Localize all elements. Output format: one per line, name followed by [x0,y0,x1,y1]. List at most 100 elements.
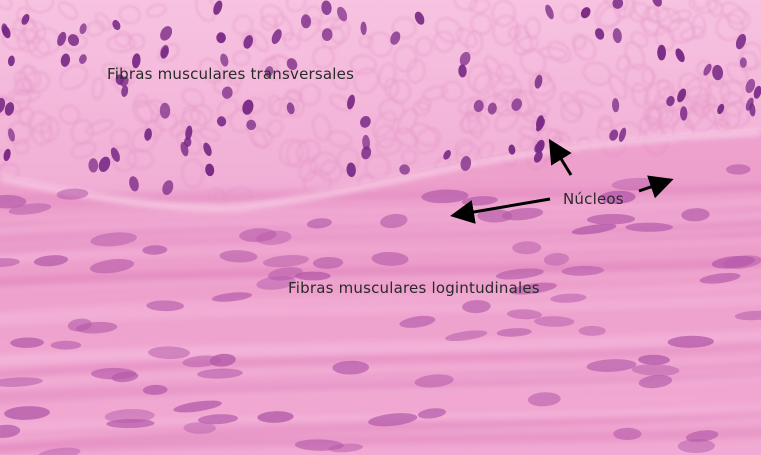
cell-outline [86,21,105,36]
cell-outline [190,104,213,126]
cell-outline [656,8,681,32]
nucleus [534,74,543,89]
cell-outline [11,90,41,103]
cell-outline [312,46,335,69]
nucleus [360,21,367,35]
cell-outline [359,35,373,48]
cell-outline [468,114,483,139]
cell-outline [232,15,253,35]
nucleus [205,163,215,177]
nucleus [609,129,619,141]
nucleus [7,55,15,67]
cell-outline [496,64,515,85]
cell-outline [492,15,519,46]
cell-outline [19,65,41,91]
cell-outline [603,0,628,11]
label-transverse-fibers: Fibras musculares transversales [107,65,355,83]
nucleus [219,250,258,263]
nucleus [545,4,554,20]
cell-outline [182,105,200,125]
fiber-streak [0,332,761,366]
nucleus [550,293,587,303]
nucleus [286,102,295,115]
cell-outline [199,58,223,83]
nucleus [57,31,67,46]
nucleus [257,411,294,423]
nucleus [8,128,15,142]
nucleus [75,321,118,334]
nucleus [753,85,761,99]
nucleus [132,53,141,69]
layer-boundary [0,129,761,212]
nucleus [347,94,355,110]
cell-outline [716,14,744,41]
nucleus [286,58,298,71]
cell-outline [684,104,704,128]
cell-outline [286,0,306,12]
cell-outline [170,120,189,137]
cell-outline [368,31,393,57]
cell-outline [407,59,425,83]
nucleus [256,230,292,245]
nucleus [745,97,754,111]
nucleus [509,282,557,295]
cell-outline [260,4,284,27]
cell-outline [530,76,556,102]
nucleus [312,256,344,269]
cell-outline [58,1,78,20]
cell-outline [286,140,309,167]
nucleus [534,142,543,153]
nucleus [652,0,662,7]
cell-outline [309,152,337,176]
nucleus [699,272,741,284]
transverse-cell-outlines [0,0,761,211]
cell-outline [59,65,88,90]
cell-outline [433,31,455,52]
nucleus [56,188,89,200]
nucleus [612,28,622,44]
nucleus [611,98,620,113]
cell-outline [669,10,692,23]
nucleus [487,102,497,115]
nucleus [512,241,542,255]
nucleus [4,406,50,420]
cell-outline [250,30,269,52]
transverse-layer [0,0,761,205]
cell-outline [134,94,148,108]
cell-outline [644,79,669,105]
nucleus [142,245,168,255]
cell-outline [71,141,97,159]
cell-outline [455,143,482,171]
cell-outline [415,127,441,154]
nucleus [496,328,532,337]
nucleus [443,149,451,160]
cell-outline [32,27,61,55]
nucleus [362,134,371,151]
nucleus [680,106,688,121]
nucleus [148,346,190,360]
nucleus [599,190,636,204]
cell-outline [268,95,282,116]
cell-outline [508,26,521,39]
nucleus [631,364,680,376]
nucleus [414,11,425,25]
nucleus [306,218,332,229]
cell-outline [136,101,160,123]
cell-outline [513,36,539,55]
cell-outline [233,51,250,66]
cell-outline [647,107,661,132]
cell-outline [14,77,33,96]
nucleus [666,95,675,107]
nucleus [211,292,253,302]
nucleus [239,228,277,242]
cell-outline [375,125,396,148]
label-longitudinal-fibers: Fibras musculares logintudinales [288,279,540,297]
cell-outline [473,72,493,95]
nucleus [613,427,642,440]
transverse-nuclei [0,0,761,195]
cell-outline [23,64,37,88]
cell-outline [441,81,464,102]
cell-outline [685,78,712,105]
cell-outline [389,79,411,104]
nucleus [506,309,542,320]
